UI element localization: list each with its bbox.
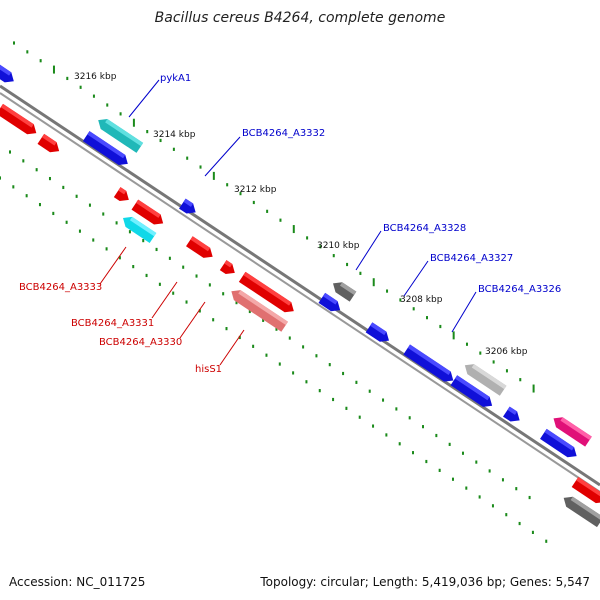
gene-blue-edge bbox=[0, 61, 14, 83]
gene-label-a3328: BCB4264_A3328 bbox=[383, 223, 466, 234]
gene-red-4 bbox=[131, 199, 164, 225]
gene-label-a3331: BCB4264_A3331 bbox=[71, 318, 154, 329]
gene-label-pykA1: pykA1 bbox=[160, 73, 191, 84]
connector-a3330 bbox=[179, 301, 206, 339]
gene-red-7 bbox=[238, 271, 294, 313]
backbone-inner bbox=[0, 92, 600, 493]
gene-blue-6 bbox=[540, 428, 577, 458]
gene-gray-light bbox=[464, 364, 507, 396]
connector-a3326 bbox=[451, 291, 477, 333]
gene-red-edge bbox=[571, 477, 600, 504]
gene-a3326 bbox=[450, 375, 493, 407]
gene-red-3 bbox=[113, 187, 129, 201]
genes bbox=[0, 61, 600, 528]
gene-red-1 bbox=[0, 103, 37, 135]
gene-blue-3 bbox=[318, 292, 341, 312]
accession-text: Accession: NC_011725 bbox=[9, 575, 146, 589]
gene-hisS1 bbox=[231, 290, 288, 332]
gene-red-6 bbox=[219, 260, 235, 274]
connector-a3331 bbox=[151, 281, 178, 319]
gene-label-a3326: BCB4264_A3326 bbox=[478, 284, 561, 295]
tick-marks bbox=[0, 41, 548, 543]
connector-a3328 bbox=[355, 230, 382, 271]
kbp-label-3206: 3206 kbp bbox=[485, 347, 528, 357]
gene-magenta bbox=[553, 417, 592, 447]
gene-label-a3332: BCB4264_A3332 bbox=[242, 128, 325, 139]
gene-label-hisS1: hisS1 bbox=[195, 364, 222, 375]
gene-pykA1 bbox=[98, 119, 144, 153]
kbp-label-3208: 3208 kbp bbox=[400, 295, 443, 305]
gene-blue-5 bbox=[503, 406, 520, 422]
gene-blue-2 bbox=[82, 131, 128, 165]
gene-red-2 bbox=[37, 133, 60, 153]
gene-cyan bbox=[123, 216, 157, 243]
gene-label-a3330: BCB4264_A3330 bbox=[99, 337, 182, 348]
kbp-label-3216: 3216 kbp bbox=[74, 72, 117, 82]
gene-red-5 bbox=[186, 236, 213, 258]
connector-a3333 bbox=[99, 246, 127, 285]
kbp-label-3210: 3210 kbp bbox=[317, 241, 360, 251]
gene-label-a3333: BCB4264_A3333 bbox=[19, 282, 102, 293]
connector-hisS1 bbox=[219, 329, 245, 366]
gene-a3328 bbox=[333, 282, 357, 302]
map-title: Bacillus cereus B4264, complete genome bbox=[154, 10, 446, 26]
gene-a3332 bbox=[179, 198, 196, 214]
gene-a3327 bbox=[403, 344, 454, 382]
kbp-label-3214: 3214 kbp bbox=[153, 130, 196, 140]
connector-a3327 bbox=[403, 260, 429, 297]
connector-a3332 bbox=[204, 136, 241, 177]
gene-label-a3327: BCB4264_A3327 bbox=[430, 253, 513, 264]
connector-pykA1 bbox=[128, 79, 160, 118]
topology-text: Topology: circular; Length: 5,419,036 bp… bbox=[260, 575, 590, 589]
kbp-label-3212: 3212 kbp bbox=[234, 185, 277, 195]
gene-blue-4 bbox=[365, 322, 389, 342]
gene-gray-edge bbox=[563, 496, 600, 528]
